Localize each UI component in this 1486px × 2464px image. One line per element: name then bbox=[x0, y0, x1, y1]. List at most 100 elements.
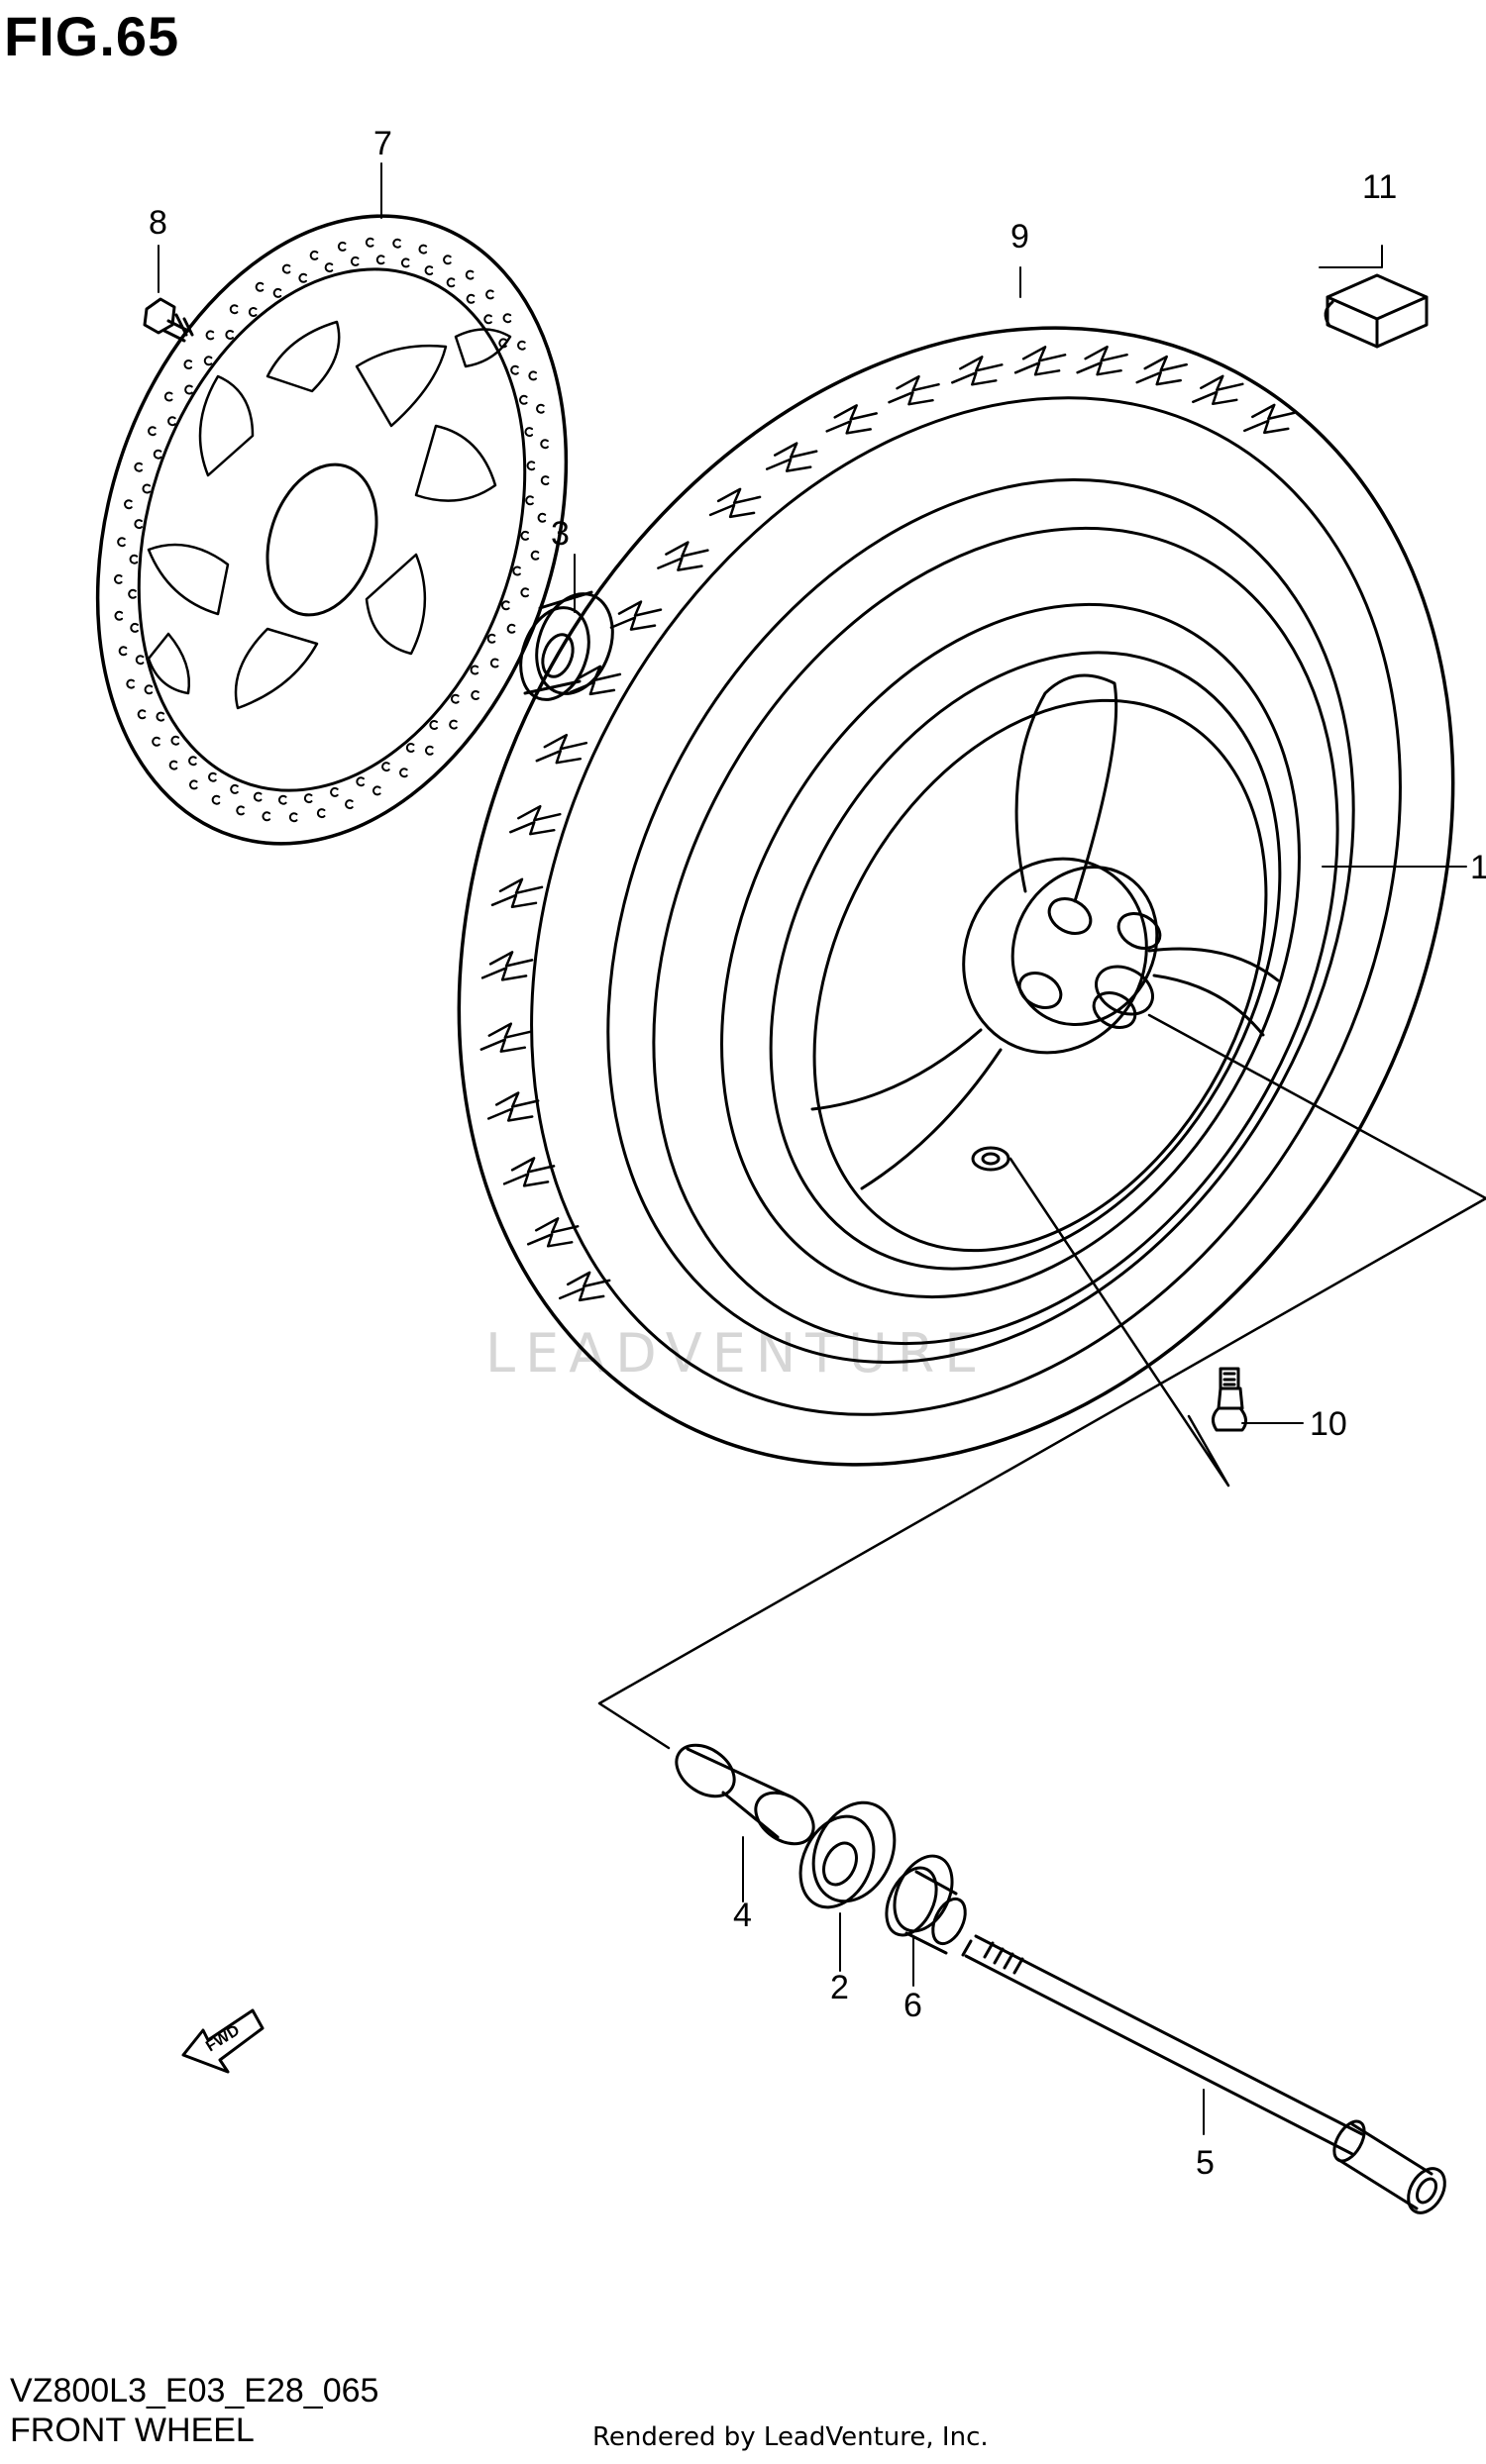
disc-hole bbox=[113, 573, 123, 584]
tire-valve bbox=[1212, 1367, 1247, 1432]
brake-disc bbox=[95, 214, 569, 846]
disc-hole bbox=[524, 427, 534, 438]
disc-hole bbox=[520, 530, 529, 541]
disc-hole bbox=[148, 426, 157, 437]
disc-hole bbox=[183, 359, 193, 369]
disc-hole bbox=[450, 693, 460, 704]
render-credit: Rendered by LeadVenture, Inc. bbox=[592, 2422, 989, 2452]
disc-hole bbox=[316, 808, 326, 819]
disc-hole bbox=[137, 709, 147, 720]
tread-block bbox=[765, 442, 818, 472]
disc-hole bbox=[229, 304, 239, 315]
disc-hole bbox=[248, 307, 258, 317]
disc-hole bbox=[471, 690, 479, 700]
tread-block bbox=[509, 804, 562, 836]
disc-hole bbox=[324, 262, 334, 273]
disc-hole bbox=[375, 255, 385, 265]
tread-block bbox=[1243, 403, 1296, 435]
disc-hole bbox=[330, 786, 339, 797]
tread-block bbox=[951, 356, 1004, 386]
disc-hole bbox=[156, 711, 165, 722]
tread-block bbox=[490, 877, 544, 909]
disc-hole bbox=[167, 416, 176, 427]
disc-hole bbox=[485, 289, 494, 300]
disc-hole bbox=[303, 793, 313, 804]
tread-block bbox=[825, 404, 878, 435]
tread-block bbox=[1135, 355, 1188, 386]
disc-hole bbox=[400, 257, 410, 268]
disc-hole bbox=[536, 403, 545, 414]
balance-weight bbox=[1324, 273, 1429, 349]
disc-hole bbox=[142, 483, 152, 494]
tread-block bbox=[708, 487, 762, 519]
tread-block bbox=[569, 665, 622, 696]
disc-hole bbox=[443, 255, 452, 265]
disc-hole bbox=[405, 743, 415, 753]
disc-hole bbox=[399, 768, 408, 778]
disc-hole bbox=[500, 600, 510, 611]
disc-hole bbox=[117, 537, 126, 548]
disc-hole bbox=[203, 356, 213, 366]
tread-block bbox=[1013, 346, 1067, 376]
disc-hole bbox=[526, 461, 536, 471]
disc-hole bbox=[298, 272, 307, 283]
disc-hole bbox=[345, 799, 354, 810]
disc-hole bbox=[486, 633, 496, 644]
callout-11: 11 bbox=[1362, 168, 1397, 206]
disc-hole bbox=[128, 588, 137, 599]
disc-hole bbox=[188, 779, 198, 790]
disc-hole bbox=[211, 794, 221, 805]
tire bbox=[457, 326, 1455, 1467]
callout-5: 5 bbox=[1196, 2144, 1215, 2182]
tread-block bbox=[1076, 345, 1128, 376]
disc-hole bbox=[465, 269, 475, 280]
tread-block bbox=[657, 541, 709, 571]
callout-2: 2 bbox=[830, 1969, 849, 2006]
disc-hole bbox=[518, 394, 528, 405]
disc-hole bbox=[392, 238, 401, 249]
disc-hole bbox=[424, 265, 434, 276]
disc-hole bbox=[489, 658, 499, 668]
axle bbox=[961, 1934, 1446, 2214]
disc-hole bbox=[470, 665, 479, 675]
wheel-rim bbox=[720, 602, 1301, 1299]
disc-hole bbox=[205, 330, 215, 341]
forward-arrow bbox=[181, 2008, 265, 2074]
spacer bbox=[675, 1743, 815, 1846]
tread-block bbox=[526, 1217, 580, 1248]
disc-hole bbox=[236, 805, 245, 816]
disc-hole bbox=[449, 719, 458, 730]
disc-hole bbox=[135, 655, 145, 666]
disc-hole bbox=[418, 244, 428, 255]
disc-hole bbox=[506, 623, 516, 634]
tread-block bbox=[609, 600, 663, 631]
disc-hole bbox=[225, 330, 234, 340]
model-code: VZ800L3_E03_E28_065 bbox=[10, 2372, 379, 2410]
fwd-label: FWD bbox=[203, 2022, 243, 2056]
disc-hole bbox=[184, 384, 193, 395]
disc-hole bbox=[517, 340, 526, 351]
bearing-left bbox=[798, 1800, 897, 1909]
disc-hole bbox=[502, 313, 512, 324]
disc-hole bbox=[262, 811, 271, 822]
callout-4: 4 bbox=[733, 1897, 752, 1934]
callout-3: 3 bbox=[551, 515, 570, 553]
disc-hole bbox=[372, 785, 381, 796]
disc-hole bbox=[163, 391, 173, 402]
disc-hole bbox=[424, 745, 434, 756]
tread-block bbox=[558, 1271, 611, 1302]
disc-hole bbox=[114, 610, 124, 621]
disc-hole bbox=[525, 495, 534, 506]
disc-hole bbox=[537, 512, 547, 523]
disc-hole bbox=[337, 241, 347, 252]
disc-hole bbox=[152, 736, 160, 747]
figure-title: FIG.65 bbox=[4, 5, 180, 67]
tread-block bbox=[480, 951, 534, 981]
callout-1: 1 bbox=[1470, 849, 1486, 886]
disc-hole bbox=[230, 783, 239, 794]
disc-hole bbox=[498, 338, 507, 349]
disc-hole bbox=[520, 587, 529, 598]
disc-hole bbox=[356, 776, 365, 787]
disc-bolt bbox=[143, 297, 194, 343]
